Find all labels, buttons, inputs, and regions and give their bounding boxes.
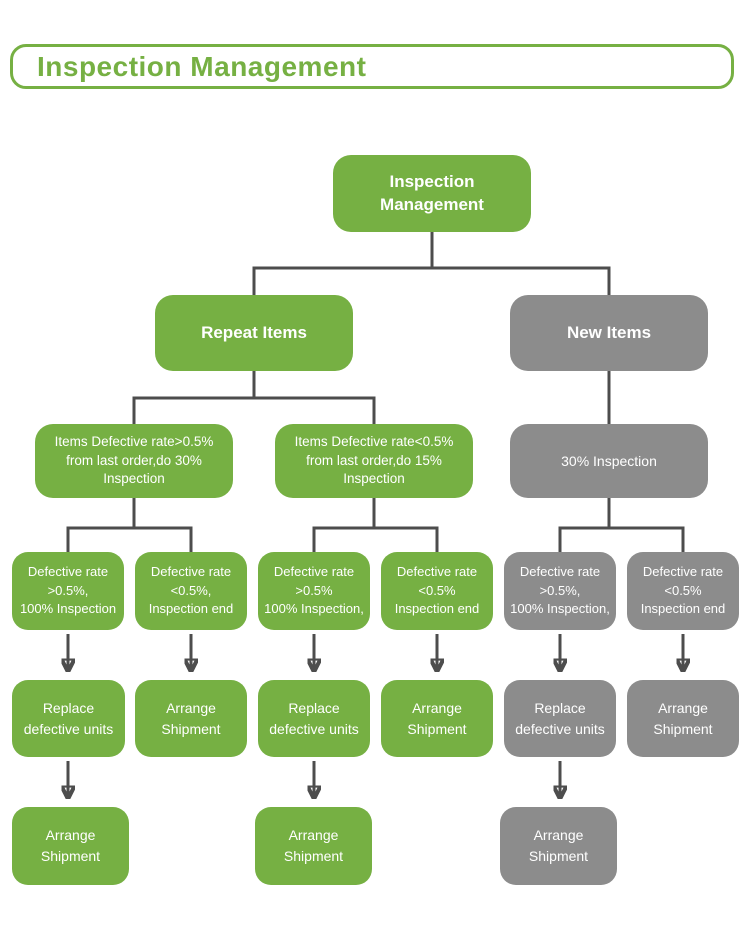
node-rh-arrange: Arrange Shipment (135, 680, 247, 757)
node-rl-defect-low: Defective rate <0.5% Inspection end (381, 552, 493, 630)
page-title: Inspection Management (37, 50, 367, 82)
node-n-arrange-final: Arrange Shipment (500, 807, 617, 885)
node-repeat-high-rate: Items Defective rate>0.5% from last orde… (35, 424, 233, 498)
node-rl-defect-high: Defective rate >0.5% 100% Inspection, (258, 552, 370, 630)
node-n-arrange: Arrange Shipment (627, 680, 739, 757)
title-banner: Inspection Management (10, 44, 734, 89)
node-rh-replace: Replace defective units (12, 680, 125, 757)
connector-level2-rail (252, 266, 611, 295)
node-rh-defect-high: Defective rate >0.5%, 100% Inspection (12, 552, 124, 630)
connector-new-30-rail (558, 526, 685, 552)
connector-repeat-rail (132, 396, 376, 424)
node-repeat-items: Repeat Items (155, 295, 353, 371)
node-rl-replace: Replace defective units (258, 680, 370, 757)
node-n-defect-low: Defective rate <0.5% Inspection end (627, 552, 739, 630)
node-new-30-inspection: 30% Inspection (510, 424, 708, 498)
node-repeat-low-rate: Items Defective rate<0.5% from last orde… (275, 424, 473, 498)
connector-repeat-low-rail (312, 526, 439, 552)
node-n-defect-high: Defective rate >0.5%, 100% Inspection, (504, 552, 616, 630)
node-rl-arrange: Arrange Shipment (381, 680, 493, 757)
node-rl-arrange-final: Arrange Shipment (255, 807, 372, 885)
node-n-replace: Replace defective units (504, 680, 616, 757)
node-new-items: New Items (510, 295, 708, 371)
node-inspection-management: Inspection Management (333, 155, 531, 232)
node-rh-defect-low: Defective rate <0.5%, Inspection end (135, 552, 247, 630)
node-rh-arrange-final: Arrange Shipment (12, 807, 129, 885)
connector-repeat-high-rail (66, 526, 193, 552)
